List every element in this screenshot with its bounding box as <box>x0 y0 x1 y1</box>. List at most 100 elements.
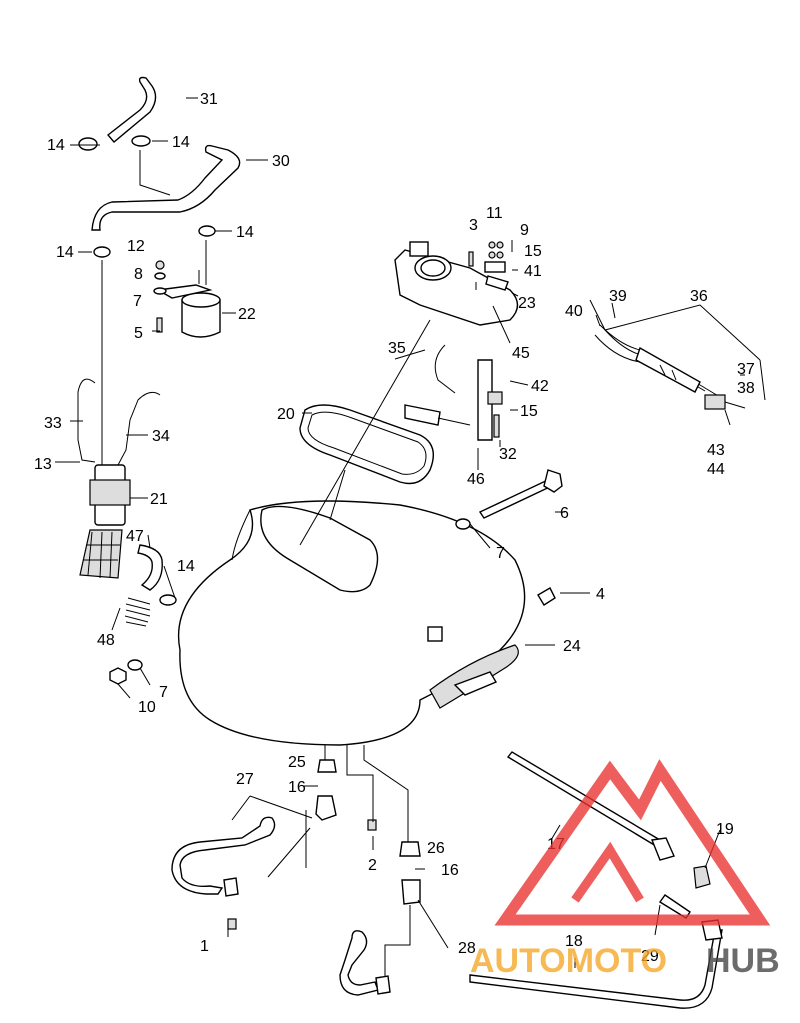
callout-3: 3 <box>469 217 478 234</box>
vent-hose-31 <box>106 76 157 143</box>
bolt-6 <box>478 469 563 519</box>
callout-44: 44 <box>707 461 725 478</box>
callout-14: 14 <box>177 558 195 575</box>
hose-clamp-14d <box>93 246 111 258</box>
callout-7: 7 <box>133 293 142 310</box>
bolt-4 <box>537 587 556 606</box>
hardware-12-8-7-5 <box>153 260 167 333</box>
watermark-hub-text: HUB <box>706 942 780 980</box>
callout-14: 14 <box>172 134 190 151</box>
fuel-line-28 <box>339 930 391 996</box>
callout-42: 42 <box>531 378 549 395</box>
callout-19: 19 <box>716 821 734 838</box>
screw-3 <box>468 251 474 267</box>
callout-18: 18 <box>565 933 583 950</box>
callout-34: 34 <box>152 428 170 445</box>
hose-clamp-14a <box>78 137 98 151</box>
callout-27: 27 <box>236 771 254 788</box>
callout-15: 15 <box>524 243 542 260</box>
callout-29: 29 <box>641 948 659 965</box>
callout-35: 35 <box>388 340 406 357</box>
callout-15: 15 <box>520 403 538 420</box>
fuel-pump-21 <box>79 464 131 579</box>
callout-16: 16 <box>288 779 306 796</box>
callout-46: 46 <box>467 471 485 488</box>
callout-25: 25 <box>288 754 306 771</box>
hose-clamp-14b <box>131 135 151 147</box>
fitting-26 <box>399 841 421 857</box>
callout-12: 12 <box>127 238 145 255</box>
hardware-11-9-15-41-23 <box>484 241 509 291</box>
hose-clamp-14e <box>159 594 177 606</box>
callout-14: 14 <box>56 244 74 261</box>
callout-7: 7 <box>496 545 505 562</box>
callout-21: 21 <box>150 491 168 508</box>
callout-10: 10 <box>138 699 156 716</box>
callout-14: 14 <box>47 137 65 154</box>
callout-38: 38 <box>737 380 755 397</box>
fitting-16a <box>315 795 337 821</box>
callout-24: 24 <box>563 638 581 655</box>
fuel-hose-47 <box>137 544 163 591</box>
callout-11: 11 <box>486 205 503 222</box>
callout-48: 48 <box>97 632 115 649</box>
plug-1 <box>227 918 237 930</box>
washer-7b <box>127 659 143 671</box>
callout-37: 37 <box>737 361 755 378</box>
callout-39: 39 <box>609 288 627 305</box>
callout-labels: 31 14 14 30 14 14 12 8 7 22 5 33 34 13 2… <box>34 91 755 965</box>
tank-opening <box>260 505 379 593</box>
callout-20: 20 <box>277 406 295 423</box>
callout-1: 1 <box>200 938 209 955</box>
plug-2 <box>367 819 377 831</box>
sender-bracket-46 <box>404 359 503 441</box>
callout-23: 23 <box>518 295 536 312</box>
callout-16: 16 <box>441 862 459 879</box>
fitting-16b <box>401 879 421 905</box>
watermark-auto-text: AUTOMOTO <box>470 942 667 980</box>
callout-2: 2 <box>368 857 377 874</box>
callout-36: 36 <box>690 288 708 305</box>
wire-harness-36 <box>594 324 746 410</box>
vent-hose-30 <box>91 144 241 231</box>
callout-13: 13 <box>34 456 52 473</box>
callout-5: 5 <box>134 325 143 342</box>
callout-6: 6 <box>560 505 569 522</box>
callout-9: 9 <box>520 222 529 239</box>
fuel-tank-24 <box>177 500 526 746</box>
callout-45: 45 <box>512 345 530 362</box>
callout-8: 8 <box>134 266 143 283</box>
spring-48 <box>124 597 151 627</box>
wire-34 <box>117 391 161 466</box>
callout-31: 31 <box>200 91 218 108</box>
fuel-line-27 <box>171 816 276 897</box>
gasket-20 <box>299 404 434 485</box>
canister-22 <box>155 270 221 338</box>
callout-30: 30 <box>272 153 290 170</box>
callout-26: 26 <box>427 840 445 857</box>
fitting-25 <box>317 759 337 773</box>
valve-19 <box>693 865 711 889</box>
callout-4: 4 <box>596 586 605 603</box>
callout-22: 22 <box>238 306 256 323</box>
top-plate-45 <box>394 241 519 326</box>
wire-35 <box>434 344 456 394</box>
callout-14: 14 <box>236 224 254 241</box>
nut-10 <box>109 667 127 685</box>
callout-32: 32 <box>499 446 517 463</box>
callout-40: 40 <box>565 303 583 320</box>
washer-7c <box>455 518 471 530</box>
callout-28: 28 <box>458 940 476 957</box>
callout-47: 47 <box>126 528 144 545</box>
hose-clamp-14c <box>198 225 216 237</box>
watermark-triangle-icon <box>494 759 771 926</box>
watermark-logo: AUTOMOTO HUB <box>470 759 780 980</box>
callout-41: 41 <box>524 263 542 280</box>
callout-33: 33 <box>44 415 62 432</box>
wire-33 <box>77 378 96 463</box>
callout-7: 7 <box>159 684 168 701</box>
crossover-tube-18 <box>469 929 723 1009</box>
callout-43: 43 <box>707 442 725 459</box>
